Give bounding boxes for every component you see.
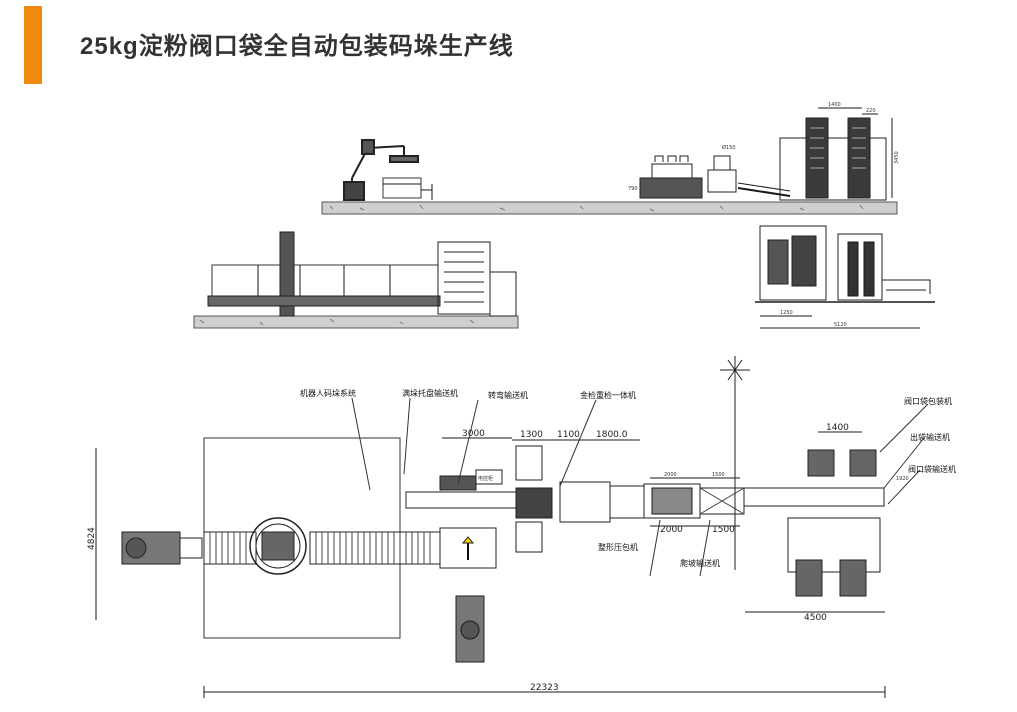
dim-diameter-label: Ø150 [722, 144, 735, 151]
elevation-view-left [193, 231, 519, 329]
dim-1100: 1100 [557, 430, 580, 440]
dim-1500-bottom: 1500 [712, 525, 735, 535]
dim-3450: 3450 [894, 151, 900, 164]
side-view: 1250 5120 [755, 225, 935, 329]
dim-2000-top: 2000 [664, 472, 677, 478]
dim-1400-plan: 1400 [826, 423, 849, 433]
label-metal-detect: 金检重检一体机 [580, 390, 636, 400]
dim-5120: 5120 [834, 322, 847, 328]
label-outlet-conveyor: 出袋输送机 [910, 432, 950, 442]
dim-1920: 1920 [896, 476, 909, 482]
dim-22323: 22323 [530, 683, 559, 693]
dim-2000-bottom: 2000 [660, 525, 683, 535]
title-accent-bar [24, 6, 42, 84]
label-robot-stacker: 机器人码垛系统 [300, 388, 356, 398]
label-pallet-conveyor: 满垛托盘输送机 [402, 388, 458, 398]
page-title: 25kg淀粉阀口袋全自动包装码垛生产线 [80, 33, 514, 60]
plan-view: 电控柜 3000 1300 1100 1800.0 2000 1500 [87, 356, 929, 698]
elevation-view-top: 790 Ø150 1400 220 3450 [321, 102, 900, 215]
dim-1250: 1250 [780, 310, 793, 316]
label-valve-bag-conveyor: 阀口袋输送机 [908, 464, 956, 474]
dim-1500-top: 1500 [712, 472, 725, 478]
dim-1400-top: 1400 [828, 102, 841, 108]
dim-220-top: 220 [866, 108, 876, 114]
label-turn-conveyor: 转弯输送机 [488, 390, 528, 400]
label-valve-packer: 阀口袋包装机 [904, 396, 952, 406]
plan-callout-labels: 机器人码垛系统 满垛托盘输送机 转弯输送机 金检重检一体机 阀口袋包装机 出袋输… [300, 388, 956, 568]
dim-4500: 4500 [804, 613, 827, 623]
dim-1800: 1800.0 [596, 430, 628, 440]
dim-side-label: 790 [628, 186, 638, 192]
control-box-label: 电控柜 [478, 475, 493, 482]
dim-4824: 4824 [87, 527, 97, 550]
label-steep-conveyor: 爬坡输送机 [680, 558, 720, 568]
label-shaping-press: 整形压包机 [598, 542, 638, 552]
dim-1300: 1300 [520, 430, 543, 440]
robot-arm-figure [343, 139, 419, 201]
dim-3000: 3000 [462, 429, 485, 439]
